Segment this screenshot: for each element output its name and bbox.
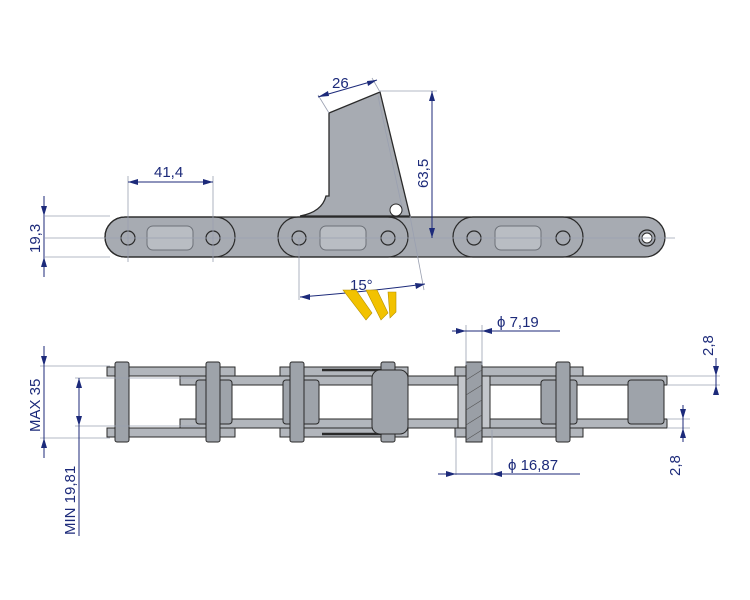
dim-plate-thickness-bottom: 2,8 [667,455,684,476]
outer-link-2 [277,216,409,258]
side-view: 26 41,4 19,3 63,5 15° [27,75,675,321]
flight-notch [389,203,403,217]
flight-plate [299,91,411,217]
outer-link-3 [452,216,584,258]
outer-link-1 [104,216,236,258]
rollers [195,379,665,425]
dim-pitch: 41,4 [154,164,183,181]
dim-roller-diameter: ϕ 16,87 [508,457,558,474]
dim-max-width: MAX 35 [27,379,44,432]
section-pin [465,361,483,443]
dim-plate-height: 19,3 [27,224,44,253]
dim-flight-width: 26 [332,75,349,92]
dim-min-inner-width: MIN 19,81 [62,466,79,535]
dim-flight-height: 63,5 [415,159,432,188]
brand-logo [342,289,397,321]
dim-pin-diameter: ϕ 7,19 [497,314,539,331]
top-view: MAX 35 MIN 19,81 ϕ 7,19 ϕ 16,87 2,8 2,8 [27,314,720,536]
dim-plate-thickness-top: 2,8 [700,335,717,356]
